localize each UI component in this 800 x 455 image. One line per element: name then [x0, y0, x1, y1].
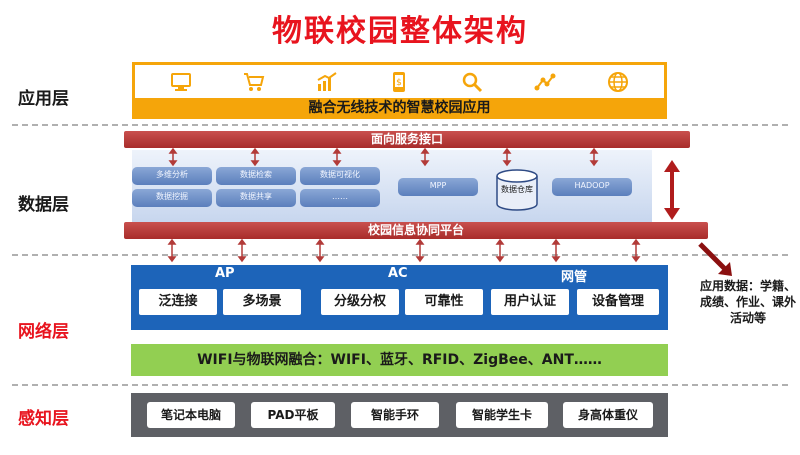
layer-label-application: 应用层 — [18, 89, 69, 109]
smart-campus-app-bar: 融合无线技术的智慧校园应用 — [135, 98, 664, 119]
device-pad: PAD平板 — [251, 402, 335, 428]
network-icon — [533, 70, 557, 94]
pill-data-mining: 数据挖掘 — [132, 189, 212, 207]
network-item-hierarchical: 分级分权 — [321, 289, 399, 315]
device-height-weight: 身高体重仪 — [563, 402, 653, 428]
device-laptop: 笔记本电脑 — [147, 402, 235, 428]
network-item-reliability: 可靠性 — [405, 289, 483, 315]
service-interface-bar: 面向服务接口 — [124, 131, 690, 148]
separator — [12, 124, 788, 126]
pill-multidim-analysis: 多维分析 — [132, 167, 212, 185]
application-panel: $ 融合无线技术的智慧校园应用 — [132, 62, 667, 119]
platform-arrows — [167, 239, 641, 263]
globe-icon — [606, 70, 630, 94]
page-title: 物联校园整体架构 — [272, 14, 528, 49]
network-item-device-mgmt: 设备管理 — [577, 289, 659, 315]
computer-icon — [169, 70, 193, 94]
side-note: 应用数据：学籍、成绩、作业、课外活动等 — [700, 279, 797, 325]
data-warehouse-icon — [495, 168, 539, 212]
service-arrows — [168, 148, 599, 167]
network-panel: AP AC 网管 泛连接 多场景 分级分权 可靠性 用户认证 设备管理 — [131, 265, 668, 330]
perception-panel: 笔记本电脑 PAD平板 智能手环 智能学生卡 身高体重仪 — [131, 393, 668, 437]
network-item-ubiquitous: 泛连接 — [139, 289, 217, 315]
layer-label-data: 数据层 — [18, 195, 69, 215]
double-arrow-icon — [664, 160, 680, 220]
separator — [12, 384, 788, 386]
pill-ellipsis: …… — [300, 189, 380, 207]
search-icon — [460, 70, 484, 94]
network-item-multi-scene: 多场景 — [223, 289, 301, 315]
chart-icon — [315, 70, 339, 94]
device-student-card: 智能学生卡 — [456, 402, 548, 428]
cart-icon — [242, 70, 266, 94]
network-header-ap: AP — [215, 266, 235, 281]
layer-label-network: 网络层 — [18, 322, 69, 342]
pill-data-visualization: 数据可视化 — [300, 167, 380, 185]
network-header-nms: 网管 — [561, 270, 588, 285]
side-note-arrow-icon — [698, 242, 732, 276]
mpp-block: MPP — [398, 178, 478, 196]
network-header-ac: AC — [388, 266, 408, 281]
hadoop-block: HADOOP — [552, 178, 632, 196]
phone-icon: $ — [387, 70, 411, 94]
pill-data-sharing: 数据共享 — [216, 189, 296, 207]
app-icon-row: $ — [135, 65, 664, 98]
device-smart-band: 智能手环 — [351, 402, 439, 428]
pill-data-retrieval: 数据检索 — [216, 167, 296, 185]
wifi-iot-fusion-bar: WIFI与物联网融合：WIFI、蓝牙、RFID、ZigBee、ANT…… — [131, 344, 668, 376]
network-item-user-auth: 用户认证 — [491, 289, 569, 315]
svg-text:$: $ — [397, 78, 403, 88]
campus-platform-bar: 校园信息协同平台 — [124, 222, 708, 239]
data-warehouse-label: 数据仓库 — [501, 185, 533, 194]
separator — [12, 254, 788, 256]
layer-label-perception: 感知层 — [18, 409, 69, 429]
